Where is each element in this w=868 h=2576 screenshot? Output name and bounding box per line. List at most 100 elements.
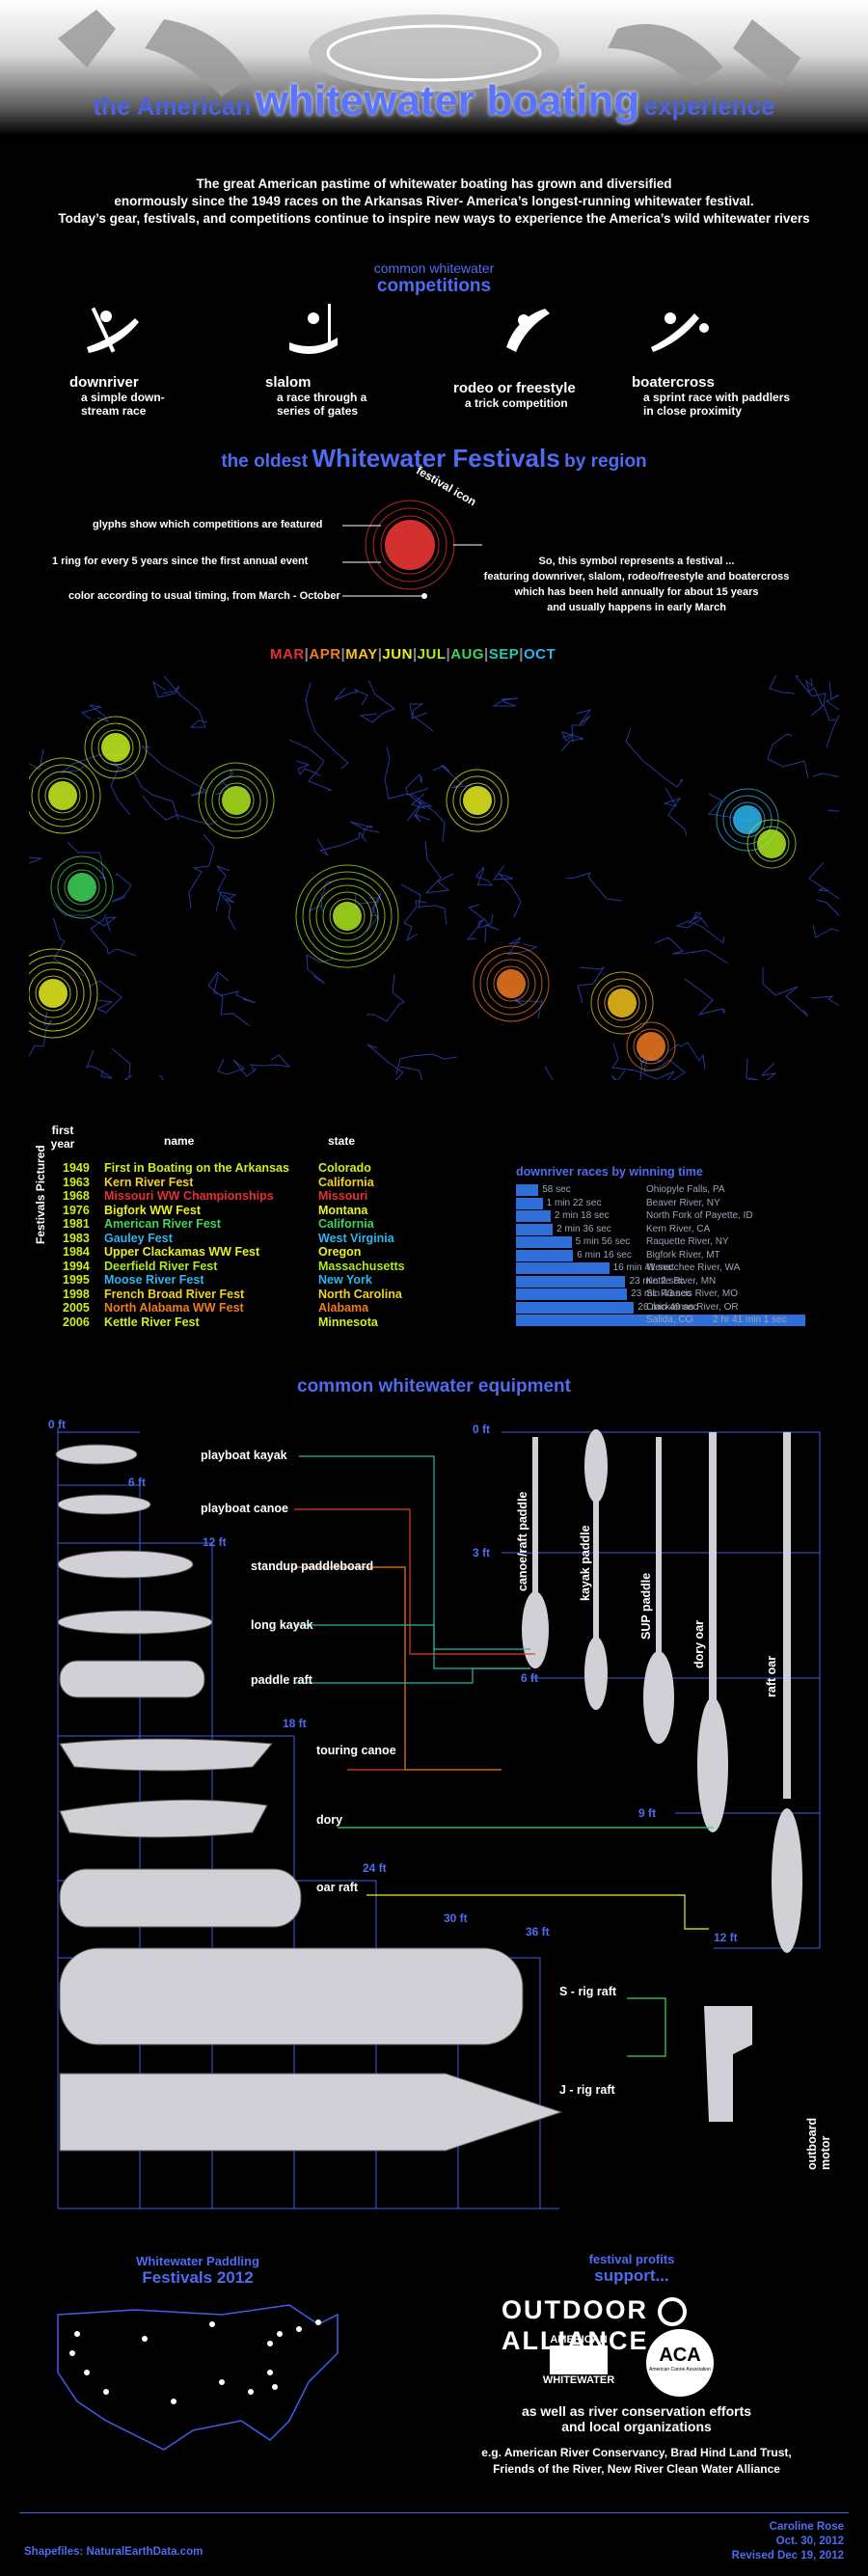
river-line xyxy=(762,967,809,1017)
competition-desc: a trick competition xyxy=(465,396,568,410)
author-credit: Caroline Rose Oct. 30, 2012 Revised Dec … xyxy=(675,2520,844,2563)
river-line xyxy=(643,1046,686,1080)
festival-marker xyxy=(446,769,509,832)
festival-year: 1981 xyxy=(63,1217,90,1231)
race-time: 26 min 49 sec xyxy=(637,1301,698,1313)
river-line xyxy=(826,681,839,748)
american-whitewater-logo: AMERICAN WHITEWATER xyxy=(535,2334,622,2392)
river-line xyxy=(216,865,236,931)
map-title-2: Festivals 2012 xyxy=(142,2268,254,2287)
river-line xyxy=(405,773,428,796)
festival-legend-graphic xyxy=(342,500,482,599)
river-line xyxy=(808,861,839,900)
race-place: Kettle River, MN xyxy=(646,1275,717,1287)
river-line xyxy=(163,675,208,728)
river-line xyxy=(349,821,380,839)
length-marker: 6 ft xyxy=(128,1476,146,1489)
river-line xyxy=(403,900,427,942)
aw-emblem-icon xyxy=(550,2346,608,2374)
month-oct: OCT xyxy=(523,646,556,663)
river-line xyxy=(366,973,405,1022)
legend-explain-1: So, this symbol represents a festival ..… xyxy=(538,556,735,567)
river-line xyxy=(812,924,839,938)
festival-year: 1984 xyxy=(63,1245,90,1259)
paddle-length-marker: 3 ft xyxy=(473,1546,490,1559)
river-line xyxy=(827,809,839,812)
river-line xyxy=(611,1043,675,1080)
paddle-length-marker: 0 ft xyxy=(473,1423,490,1436)
river-line xyxy=(217,1058,258,1077)
river-line xyxy=(88,980,122,1014)
river-map xyxy=(29,675,839,1080)
example-orgs-text: e.g. American River Conservancy, Brad Hi… xyxy=(415,2445,858,2478)
race-bar xyxy=(516,1236,572,1248)
festival-year: 2005 xyxy=(63,1301,90,1315)
river-line xyxy=(250,1054,291,1072)
profits-heading: festival profits support... xyxy=(511,2252,752,2286)
legend-explain-2: featuring downriver, slalom, rodeo/frees… xyxy=(483,571,790,583)
festival-year: 1994 xyxy=(63,1259,90,1273)
month-sep: SEP xyxy=(488,646,520,663)
race-time: 2 hr 41 min 1 sec xyxy=(713,1315,787,1325)
paddle-length-marker: 6 ft xyxy=(521,1671,538,1685)
river-line xyxy=(432,764,474,789)
as-well-line-1: as well as river conservation efforts xyxy=(521,2403,752,2419)
river-line xyxy=(475,866,494,887)
race-place: Beaver River, NY xyxy=(646,1197,720,1208)
downriver-icon xyxy=(87,307,139,353)
legend-color: color according to usual timing, from Ma… xyxy=(68,590,340,602)
month-timeline: MAR|APR|MAY|JUN|JUL|AUG|SEP|OCT xyxy=(270,646,556,663)
river-line xyxy=(52,917,85,977)
festival-year: 1963 xyxy=(63,1175,90,1189)
slalom-icon xyxy=(289,304,338,354)
race-bar xyxy=(516,1288,627,1300)
festival-name: North Alabama WW Fest xyxy=(104,1301,244,1315)
legend-glyphs: glyphs show which competitions are featu… xyxy=(93,519,323,530)
paddle-label: SUP paddle xyxy=(639,1572,653,1640)
revised-date: Revised Dec 19, 2012 xyxy=(731,2550,844,2562)
month-jul: JUL xyxy=(417,646,447,663)
river-line xyxy=(746,1058,761,1080)
river-line xyxy=(666,1042,706,1071)
river-line xyxy=(409,793,433,823)
river-line xyxy=(400,883,448,926)
river-line xyxy=(359,679,396,723)
intro-line-1: The great American pastime of whitewater… xyxy=(196,176,672,191)
river-line xyxy=(384,746,421,822)
river-line xyxy=(654,936,729,964)
river-line xyxy=(492,864,522,918)
month-may: MAY xyxy=(345,646,378,663)
festival-state: Oregon xyxy=(318,1245,362,1259)
festival-marker xyxy=(590,971,654,1035)
competitions-heading-small: common whitewater xyxy=(373,260,495,276)
legend-explain-4: and usually happens in early March xyxy=(547,602,726,613)
race-time: 2 min 36 sec xyxy=(556,1223,611,1234)
month-separator: | xyxy=(446,646,451,663)
festival-state: New York xyxy=(318,1273,372,1287)
race-bar xyxy=(516,1262,610,1274)
race-time: 2 min 18 sec xyxy=(554,1210,610,1221)
month-separator: | xyxy=(304,646,310,663)
competition-boatercross: boatercross a sprint race with paddlers … xyxy=(632,374,844,418)
festival-marker xyxy=(50,855,114,919)
river-line xyxy=(67,841,106,880)
legend-explain-3: which has been held annually for about 1… xyxy=(514,586,759,598)
river-line xyxy=(466,913,494,940)
aca-sub-text: American Canoe Association xyxy=(649,2367,711,2373)
festival-name: Moose River Fest xyxy=(104,1273,204,1287)
festival-marker xyxy=(473,945,550,1022)
competition-desc: series of gates xyxy=(277,404,359,418)
outdoor-alliance-circle-icon xyxy=(657,2296,687,2326)
river-line xyxy=(215,891,237,912)
festival-year: 1998 xyxy=(63,1287,90,1301)
race-place: Raquette River, NY xyxy=(646,1236,729,1247)
paddle-label: raft oar xyxy=(765,1655,778,1697)
festival-name: American River Fest xyxy=(104,1217,221,1231)
race-bar xyxy=(516,1184,538,1196)
festivals-pictured-label: Festivals Pictured xyxy=(34,1145,47,1244)
equipment-heading: common whitewater equipment xyxy=(0,1376,868,1397)
title-main: whitewater boating xyxy=(255,77,640,124)
river-line xyxy=(142,795,218,826)
river-line xyxy=(29,856,42,891)
river-line xyxy=(110,763,179,821)
